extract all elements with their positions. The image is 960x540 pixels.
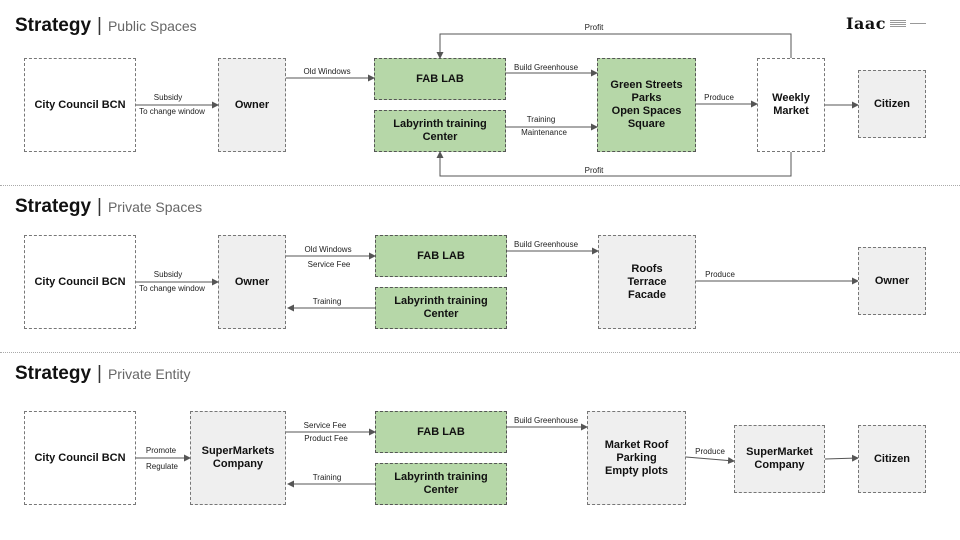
section-2-heading: Strategy bbox=[15, 196, 92, 217]
node-fablab-2: FAB LAB bbox=[375, 235, 507, 277]
node-owner-1: Owner bbox=[218, 58, 286, 152]
label-to-change-window-1: To change window bbox=[139, 107, 205, 116]
node-city-council-2: City Council BCN bbox=[24, 235, 136, 329]
node-fablab-1: FAB LAB bbox=[374, 58, 506, 100]
label-produce-1: Produce bbox=[704, 93, 734, 102]
node-city-council-3: City Council BCN bbox=[24, 411, 136, 505]
label-promote-3: Promote bbox=[145, 446, 177, 455]
label-build-greenhouse-3: Build Greenhouse bbox=[513, 416, 579, 425]
section-2-separator: | bbox=[97, 196, 102, 217]
section-divider-2 bbox=[0, 352, 960, 353]
node-owner-2: Owner bbox=[218, 235, 286, 329]
label-training-3: Training bbox=[312, 473, 342, 482]
label-maintenance-1: Maintenance bbox=[521, 128, 567, 137]
node-citizen-1: Citizen bbox=[858, 70, 926, 138]
node-city-council-1: City Council BCN bbox=[24, 58, 136, 152]
label-profit-bottom-1: Profit bbox=[584, 166, 604, 175]
label-produce-3: Produce bbox=[695, 447, 725, 456]
node-labyrinth-3: Labyrinth training Center bbox=[375, 463, 507, 505]
label-build-greenhouse-1: Build Greenhouse bbox=[513, 63, 579, 72]
node-roofs-2: Roofs Terrace Facade bbox=[598, 235, 696, 329]
label-training-1: Training bbox=[526, 115, 556, 124]
node-labyrinth-2: Labyrinth training Center bbox=[375, 287, 507, 329]
label-produce-2: Produce bbox=[705, 270, 735, 279]
label-regulate-3: Regulate bbox=[145, 462, 179, 471]
logo-text-lines bbox=[889, 20, 906, 27]
section-1-heading: Strategy bbox=[15, 15, 92, 36]
node-supermarket-company-3: SuperMarket Company bbox=[734, 425, 825, 493]
node-citizen-3: Citizen bbox=[858, 425, 926, 493]
node-fablab-3: FAB LAB bbox=[375, 411, 507, 453]
label-old-windows-2: Old Windows bbox=[304, 245, 352, 254]
label-training-2: Training bbox=[312, 297, 342, 306]
arrow-profit-bottom-1 bbox=[436, 151, 792, 177]
node-market-roof-3: Market Roof Parking Empty plots bbox=[587, 411, 686, 505]
logo-mark: Iaac bbox=[846, 14, 886, 33]
iaac-logo: Iaac bbox=[846, 14, 926, 33]
label-product-fee-3: Product Fee bbox=[304, 434, 348, 443]
section-3-heading: Strategy bbox=[15, 363, 92, 384]
label-build-greenhouse-2: Build Greenhouse bbox=[513, 240, 579, 249]
label-subsidy-1: Subsidy bbox=[153, 93, 183, 102]
section-1-subtitle: Public Spaces bbox=[107, 18, 197, 34]
section-1-separator: | bbox=[97, 15, 102, 36]
section-divider-1 bbox=[0, 185, 960, 186]
section-1-title: Strategy| Public Spaces bbox=[15, 15, 197, 37]
section-3-separator: | bbox=[97, 363, 102, 384]
label-subsidy-2: Subsidy bbox=[153, 270, 183, 279]
section-3-title: Strategy| Private Entity bbox=[15, 363, 190, 385]
label-service-fee-3: Service Fee bbox=[303, 421, 347, 430]
node-green-streets-1: Green Streets Parks Open Spaces Square bbox=[597, 58, 696, 152]
label-to-change-window-2: To change window bbox=[139, 284, 205, 293]
section-3-subtitle: Private Entity bbox=[107, 366, 191, 382]
label-profit-top-1: Profit bbox=[584, 23, 604, 32]
label-service-fee-2: Service Fee bbox=[307, 260, 351, 269]
logo-city-line bbox=[909, 23, 926, 24]
section-2-subtitle: Private Spaces bbox=[107, 199, 203, 215]
label-old-windows-1: Old Windows bbox=[303, 67, 351, 76]
node-labyrinth-1: Labyrinth training Center bbox=[374, 110, 506, 152]
node-weekly-market-1: Weekly Market bbox=[757, 58, 825, 152]
arrow-profit-top-1 bbox=[436, 33, 792, 59]
arrow-supermarket-citizen-3 bbox=[824, 454, 859, 462]
section-2-title: Strategy| Private Spaces bbox=[15, 196, 202, 218]
arrow-marketroof-supermarket-3 bbox=[685, 456, 735, 464]
node-supermarkets-company-3: SuperMarkets Company bbox=[190, 411, 286, 505]
node-owner2-2: Owner bbox=[858, 247, 926, 315]
